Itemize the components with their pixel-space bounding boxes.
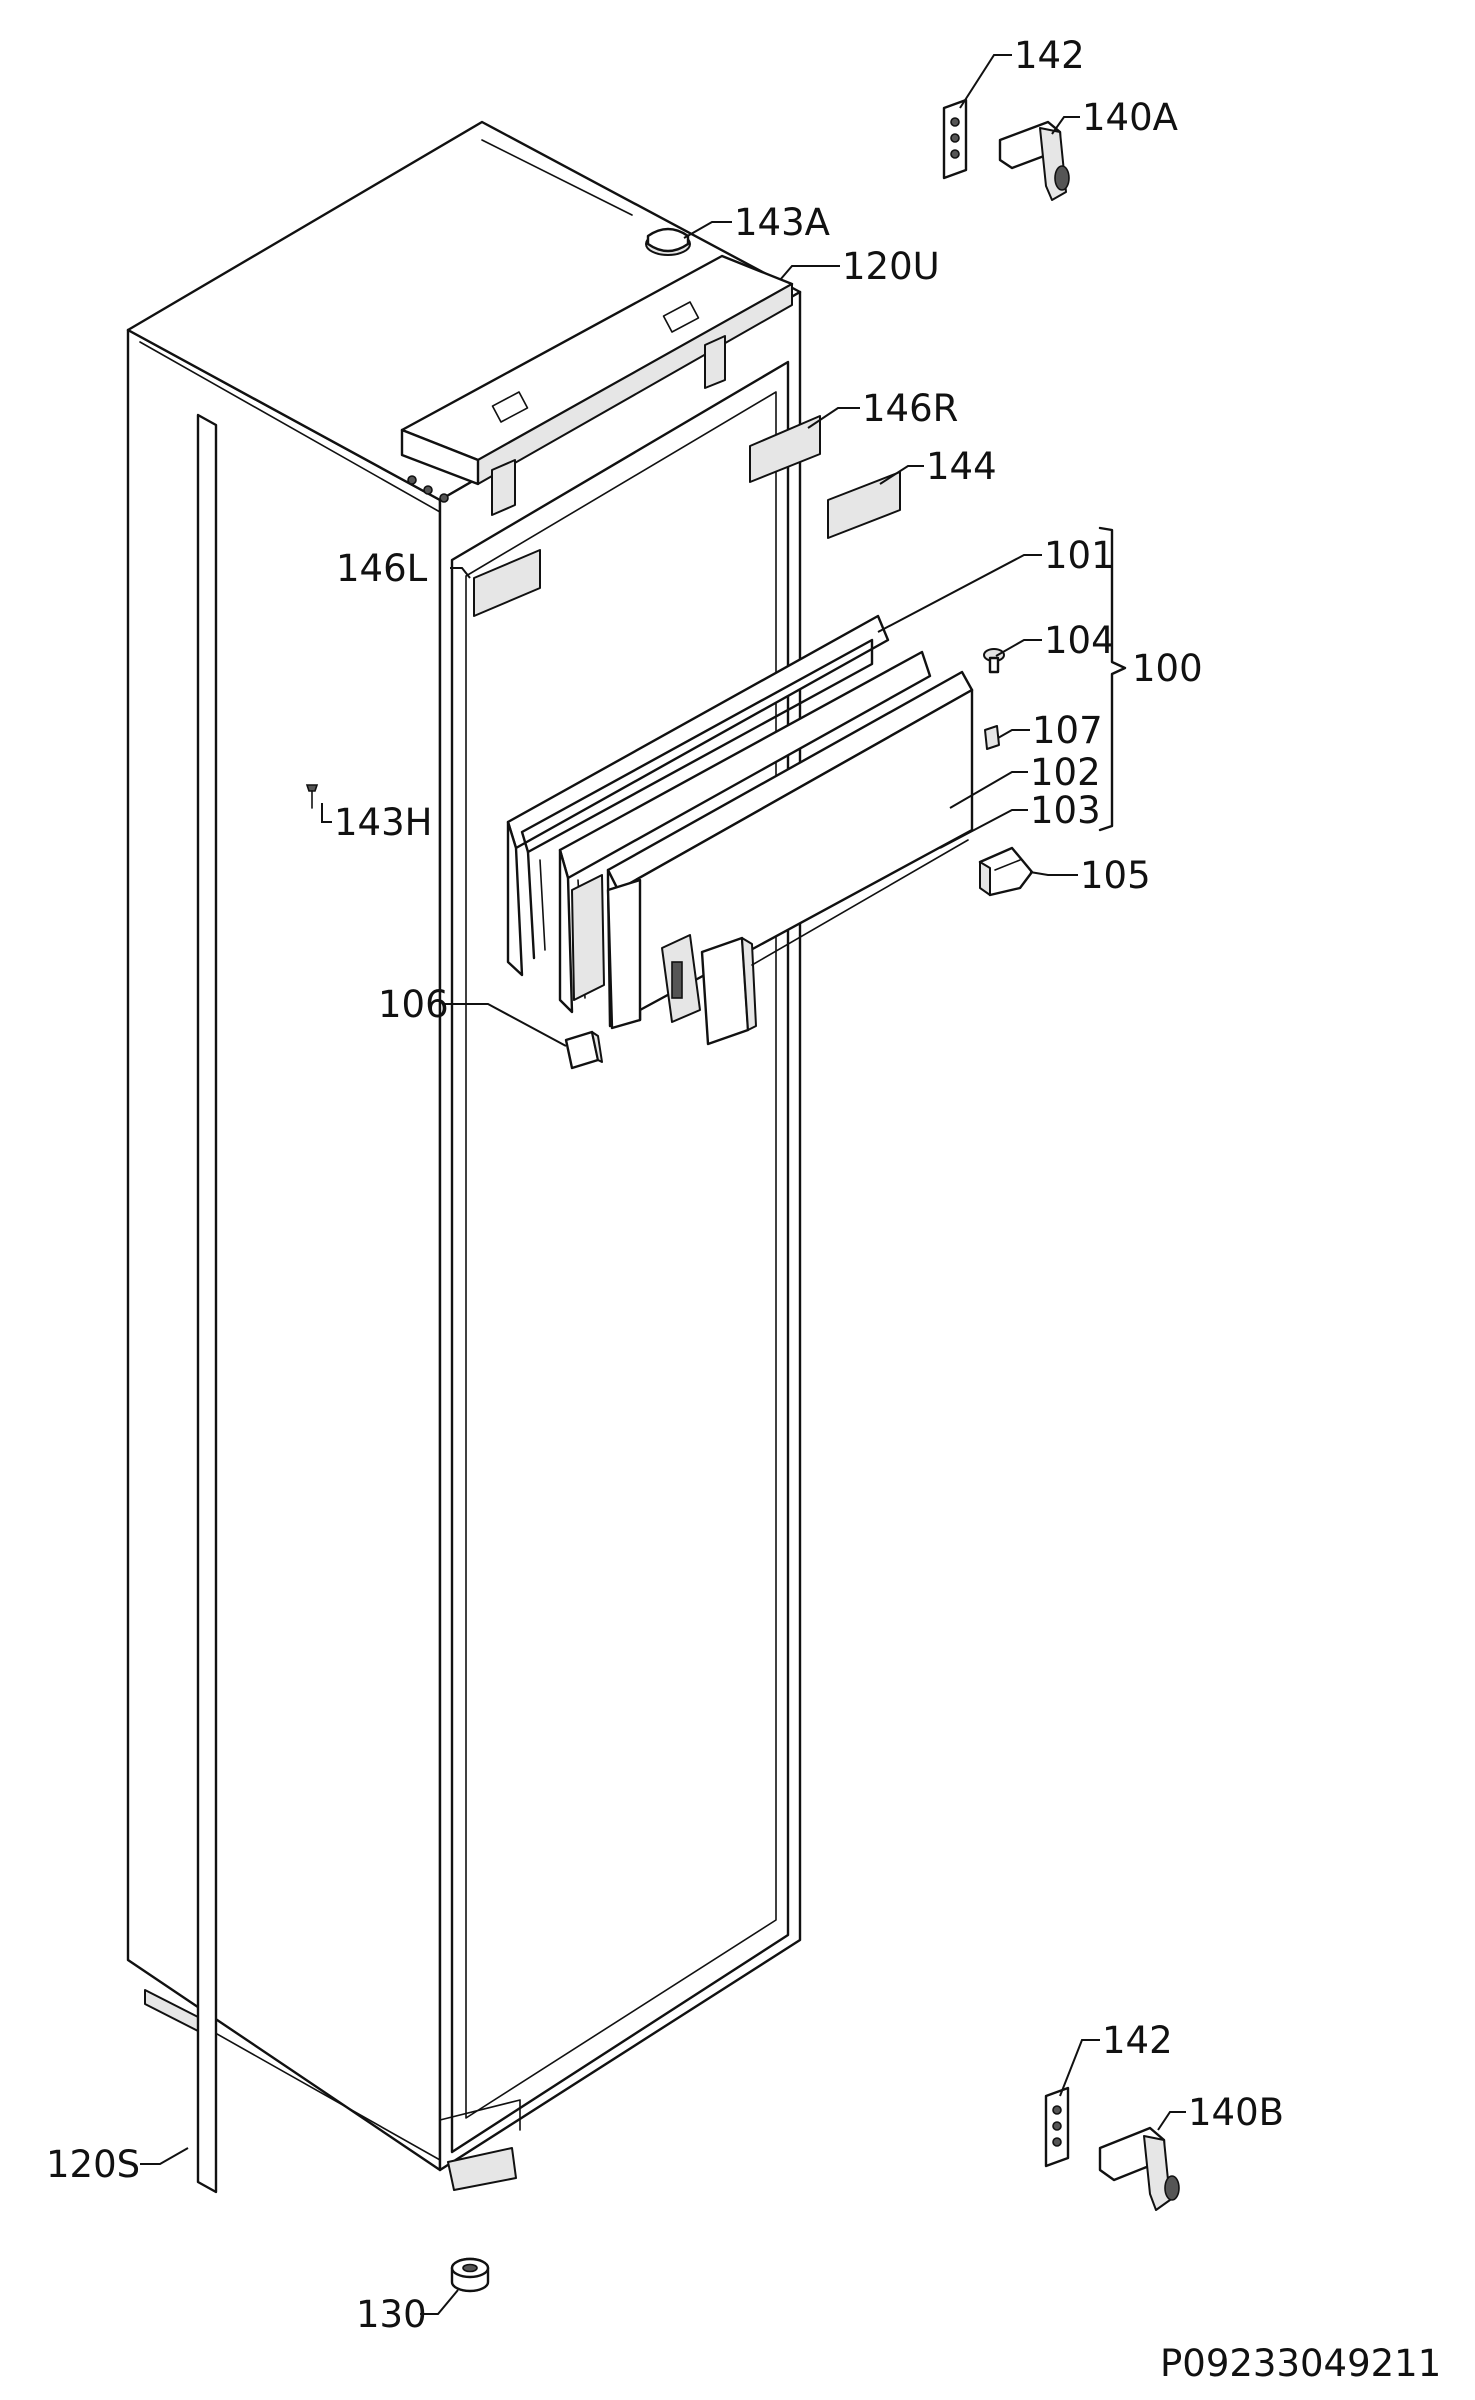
callout-103: 103 <box>1030 789 1101 832</box>
leader-lines <box>140 54 1186 2315</box>
cabinet-left-side <box>126 328 442 2172</box>
damper-105 <box>978 846 1034 897</box>
callout-101: 101 <box>1044 534 1115 577</box>
hinge-plate-142-top <box>942 98 968 180</box>
callout-143H: 143H <box>334 801 432 844</box>
callout-144: 144 <box>926 445 997 488</box>
callout-140A: 140A <box>1082 96 1178 139</box>
callout-120U: 120U <box>842 245 940 288</box>
callout-143A: 143A <box>734 201 830 244</box>
flap-grip <box>700 936 750 1046</box>
callout-labels: 142 140A 143A 120U 146R 144 146L 101 104… <box>46 34 1441 2385</box>
hinge-140A <box>998 120 1070 201</box>
cap-143A <box>645 227 691 256</box>
callout-146R: 146R <box>862 387 958 430</box>
bottom-bracket <box>447 2147 517 2191</box>
cabinet-front-opening <box>450 360 790 2154</box>
screw-143H <box>305 784 319 809</box>
callout-146L: 146L <box>336 547 428 590</box>
callout-142-bottom: 142 <box>1102 2019 1173 2062</box>
hinge-plate-142-bottom <box>1044 2086 1070 2168</box>
cap-106 <box>564 1030 603 1070</box>
side-strip-120S <box>196 413 218 2194</box>
group-bracket-100 <box>1098 526 1127 832</box>
callout-104: 104 <box>1044 619 1115 662</box>
callout-140B: 140B <box>1188 2091 1284 2134</box>
plate-146L <box>473 549 541 617</box>
plate-146R <box>749 415 821 483</box>
foot-130 <box>450 2257 490 2293</box>
callout-107: 107 <box>1032 709 1103 752</box>
label-144 <box>827 471 901 539</box>
callout-100: 100 <box>1132 647 1203 690</box>
top-rail <box>400 254 794 516</box>
clip-107 <box>984 725 1000 750</box>
cabinet-inner-liner <box>465 391 777 2119</box>
hinge-140B <box>1098 2126 1180 2211</box>
callout-130: 130 <box>356 2293 427 2336</box>
callout-105: 105 <box>1080 854 1151 897</box>
pin-104 <box>983 648 1005 674</box>
callout-106: 106 <box>378 983 449 1026</box>
callout-120S: 120S <box>46 2143 140 2186</box>
callout-142-top: 142 <box>1014 34 1085 77</box>
flap-assembly <box>506 614 974 1046</box>
drawing-number: P09233049211 <box>1160 2342 1441 2385</box>
callout-102: 102 <box>1030 751 1101 794</box>
